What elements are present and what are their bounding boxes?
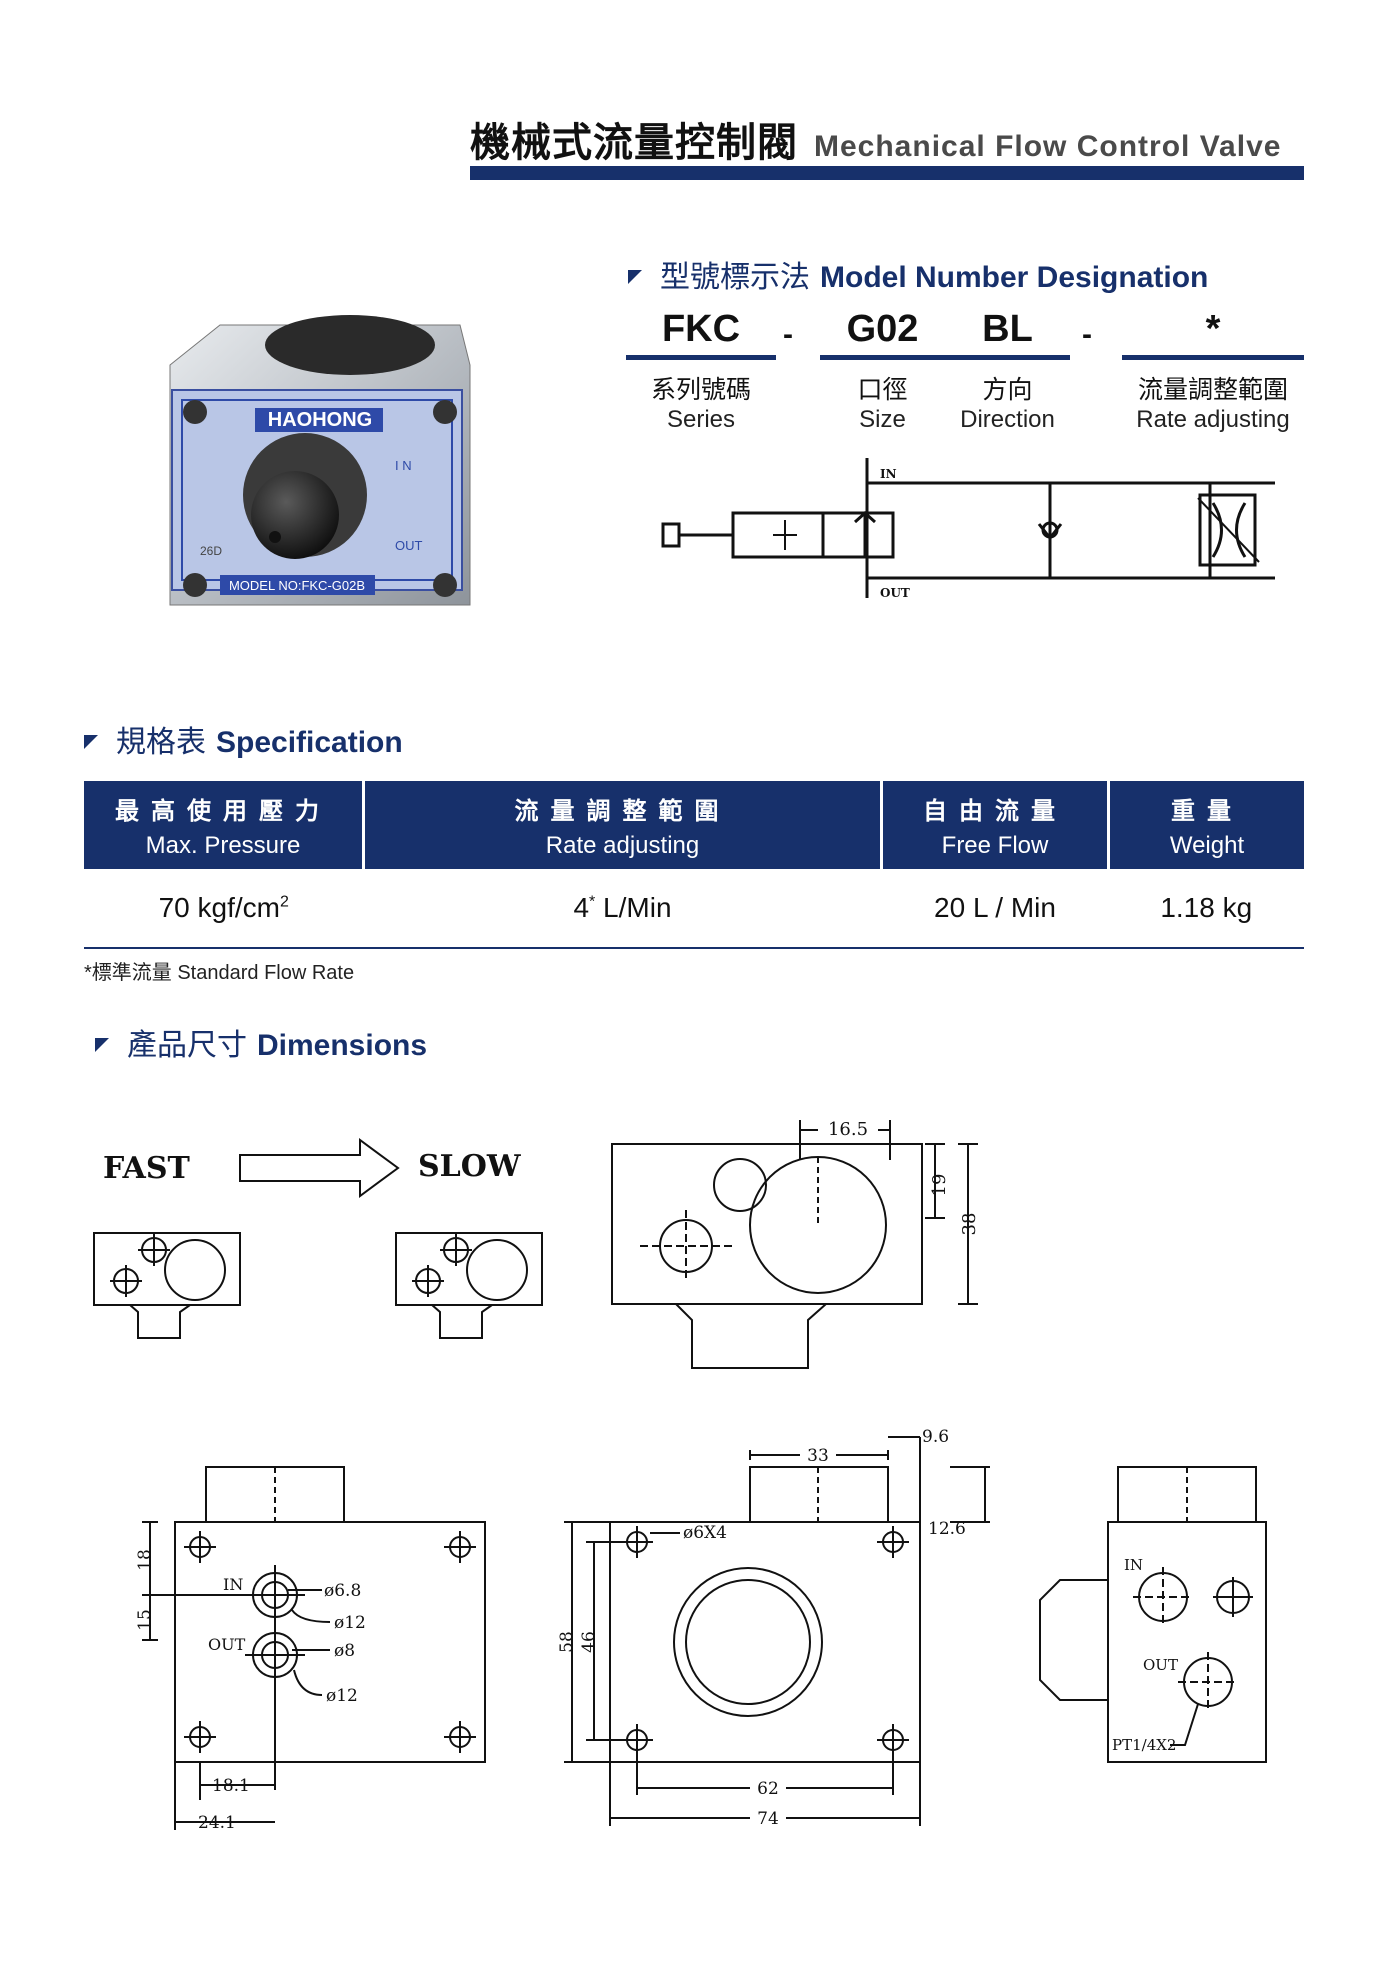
model-code-series: FKC — [661, 308, 741, 350]
cell-pressure: 70 kgf/cm2 — [84, 869, 364, 949]
svg-text:46: 46 — [579, 1631, 599, 1653]
dimension-drawings: FAST SLOW 16.5 19 38 IN OUT ø6 — [93, 1118, 1267, 1833]
cell-rate: 4* L/Min — [363, 869, 882, 949]
cell-free-flow: 20 L / Min — [881, 869, 1109, 949]
svg-text:58: 58 — [557, 1631, 577, 1653]
mount-holes — [184, 1531, 476, 1753]
model-dash: - — [783, 318, 793, 351]
model-code-size: G02 — [846, 308, 919, 350]
cell-weight: 1.18 kg — [1108, 869, 1304, 949]
footnote: *標準流量 Standard Flow Rate — [84, 962, 355, 984]
svg-text:12.6: 12.6 — [928, 1519, 966, 1539]
triangle-icon — [84, 734, 98, 749]
hydraulic-symbol: IN OUT — [661, 458, 1275, 600]
svg-text:IN: IN — [880, 467, 897, 481]
svg-text:16.5: 16.5 — [828, 1119, 868, 1140]
triangle-icon — [95, 1037, 109, 1052]
svg-text:I N: I N — [395, 458, 412, 473]
title-cn: 機械式流量控制閥 — [470, 120, 798, 166]
svg-text:18.1: 18.1 — [212, 1776, 250, 1796]
svg-text:62: 62 — [757, 1779, 779, 1799]
svg-text:OUT: OUT — [880, 586, 910, 600]
svg-text:OUT: OUT — [208, 1635, 246, 1654]
svg-text:PT1/4X2: PT1/4X2 — [1112, 1736, 1176, 1754]
triangle-icon — [628, 269, 642, 284]
svg-text:15: 15 — [135, 1609, 155, 1631]
model-underline — [820, 355, 1070, 360]
product-photo: HAOHONG I N OUT 26D MODEL NO:FKC-G02B — [169, 315, 471, 606]
svg-text:18: 18 — [135, 1549, 155, 1571]
model-underline — [626, 355, 776, 360]
svg-text:OUT: OUT — [395, 538, 423, 553]
model-code-rate: * — [1205, 308, 1221, 350]
svg-text:IN: IN — [223, 1575, 243, 1594]
page-title: 機械式流量控制閥 Mechanical Flow Control Valve — [470, 110, 1281, 168]
svg-text:24.1: 24.1 — [198, 1813, 236, 1833]
svg-text:IN: IN — [1124, 1556, 1143, 1574]
svg-text:26D: 26D — [200, 544, 222, 558]
title-en: Mechanical Flow Control Valve — [814, 130, 1282, 163]
title-underline — [470, 166, 1304, 180]
model-code-direction: BL — [982, 308, 1033, 350]
svg-text:33: 33 — [807, 1446, 829, 1466]
table-row: 70 kgf/cm2 4* L/Min 20 L / Min 1.18 kg — [84, 869, 1304, 949]
svg-text:38: 38 — [959, 1213, 980, 1236]
svg-text:ø12: ø12 — [334, 1613, 366, 1633]
slow-label: SLOW — [418, 1149, 522, 1184]
svg-text:ø6.8: ø6.8 — [324, 1581, 361, 1601]
svg-text:OUT: OUT — [1143, 1656, 1178, 1674]
svg-text:ø12: ø12 — [326, 1686, 358, 1706]
model-plate: MODEL NO:FKC-G02B — [229, 578, 365, 593]
brand-logo: HAOHONG — [268, 409, 372, 431]
model-dash: - — [1082, 318, 1092, 351]
fast-label: FAST — [103, 1151, 190, 1186]
svg-text:ø6X4: ø6X4 — [683, 1523, 727, 1543]
svg-text:19: 19 — [929, 1174, 950, 1197]
svg-text:74: 74 — [757, 1809, 779, 1829]
svg-text:ø8: ø8 — [334, 1641, 355, 1661]
model-underline — [1122, 355, 1304, 360]
svg-text:9.6: 9.6 — [922, 1427, 949, 1447]
